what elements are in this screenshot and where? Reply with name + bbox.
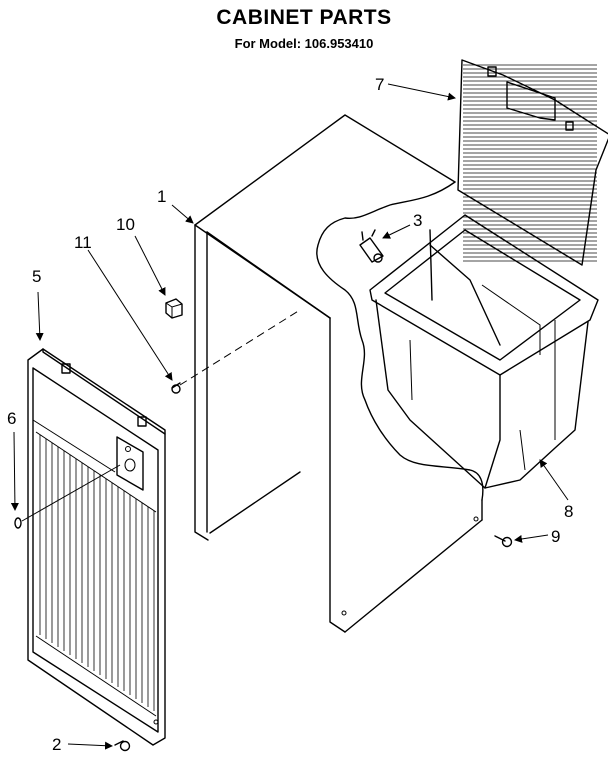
page-title: CABINET PARTS bbox=[216, 6, 392, 29]
water-bucket bbox=[369, 214, 599, 489]
callout-11: 11 bbox=[74, 233, 92, 252]
callout-8: 8 bbox=[564, 502, 574, 521]
model-subtitle: For Model: 106.953410 bbox=[234, 36, 374, 51]
screw-11 bbox=[171, 382, 181, 394]
cabinet-shell bbox=[179, 114, 484, 633]
callout-6: 6 bbox=[7, 409, 17, 428]
callout-10: 10 bbox=[116, 215, 135, 234]
knob-part bbox=[14, 517, 22, 529]
leader-lines bbox=[10, 83, 569, 750]
callout-1: 1 bbox=[157, 187, 167, 206]
clip-part bbox=[165, 298, 183, 319]
screw-9 bbox=[494, 535, 513, 548]
callout-5: 5 bbox=[32, 267, 42, 286]
float-part bbox=[359, 229, 384, 263]
screw-2 bbox=[114, 740, 131, 752]
front-panel bbox=[14, 348, 166, 746]
callout-2: 2 bbox=[52, 735, 62, 754]
top-panel bbox=[457, 59, 608, 266]
callout-3: 3 bbox=[413, 211, 423, 230]
callout-7: 7 bbox=[375, 75, 385, 94]
callout-9: 9 bbox=[551, 527, 561, 546]
front-grille bbox=[35, 431, 157, 717]
